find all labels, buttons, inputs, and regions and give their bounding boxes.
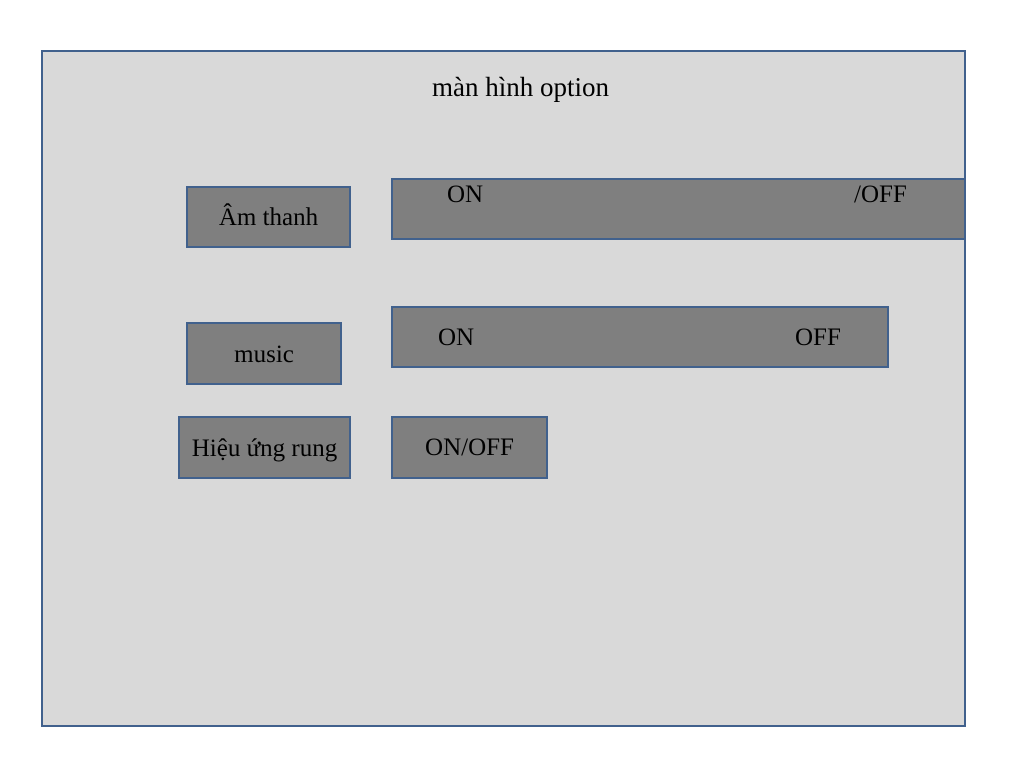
sound-off-option[interactable]: /OFF xyxy=(854,181,907,208)
sound-on-option[interactable]: ON xyxy=(447,181,484,208)
sound-toggle-bar[interactable]: ON /OFF xyxy=(391,178,966,240)
music-on-option[interactable]: ON xyxy=(438,324,475,351)
sound-setting-label: Âm thanh xyxy=(218,204,319,231)
options-panel xyxy=(41,50,966,727)
vibration-setting-label-box: Hiệu ứng rung xyxy=(178,416,351,479)
music-off-option[interactable]: OFF xyxy=(795,324,841,351)
vibration-toggle-label: ON/OFF xyxy=(425,433,514,461)
music-setting-label: music xyxy=(234,340,294,368)
music-toggle-bar[interactable]: ON OFF xyxy=(391,306,889,368)
vibration-setting-label: Hiệu ứng rung xyxy=(191,434,338,462)
sound-setting-label-box: Âm thanh xyxy=(186,186,351,248)
vibration-toggle-button[interactable]: ON/OFF xyxy=(391,416,548,479)
music-setting-label-box: music xyxy=(186,322,342,385)
page-title: màn hình option xyxy=(432,72,609,102)
